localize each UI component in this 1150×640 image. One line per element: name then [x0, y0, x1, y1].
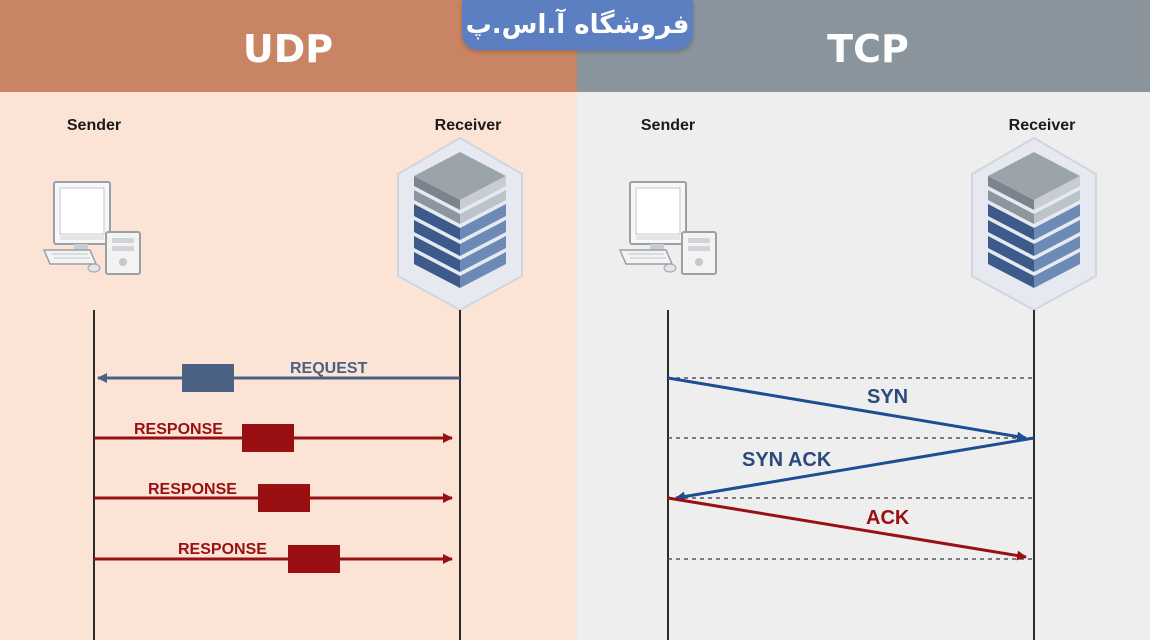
syn-label: SYN [867, 386, 908, 408]
udp-title: UDP [243, 27, 333, 71]
udp-receiver-label: Receiver [435, 117, 502, 134]
response-label: RESPONSE [134, 421, 223, 438]
response-packet [288, 545, 340, 573]
watermark-logo: فروشگاه آ.اس.پ [462, 0, 693, 50]
response-packet [258, 484, 310, 512]
udp-sender-label: Sender [67, 117, 121, 134]
syn-arrow [667, 376, 1027, 442]
response-label: RESPONSE [148, 481, 237, 498]
syn-ack-label: SYN ACK [742, 449, 832, 471]
tcp-sender-label: Sender [641, 117, 695, 134]
response-packet [242, 424, 294, 452]
server-rack-icon [971, 137, 1097, 311]
response-label: RESPONSE [178, 541, 267, 558]
server-rack-icon [397, 137, 523, 311]
tcp-receiver-label: Receiver [1009, 117, 1076, 134]
ack-label: ACK [866, 507, 910, 529]
tcp-title: TCP [827, 27, 909, 71]
request-packet [182, 364, 234, 392]
request-label: REQUEST [290, 360, 368, 377]
syn-ack-arrow [675, 436, 1035, 502]
ack-arrow [667, 496, 1027, 561]
